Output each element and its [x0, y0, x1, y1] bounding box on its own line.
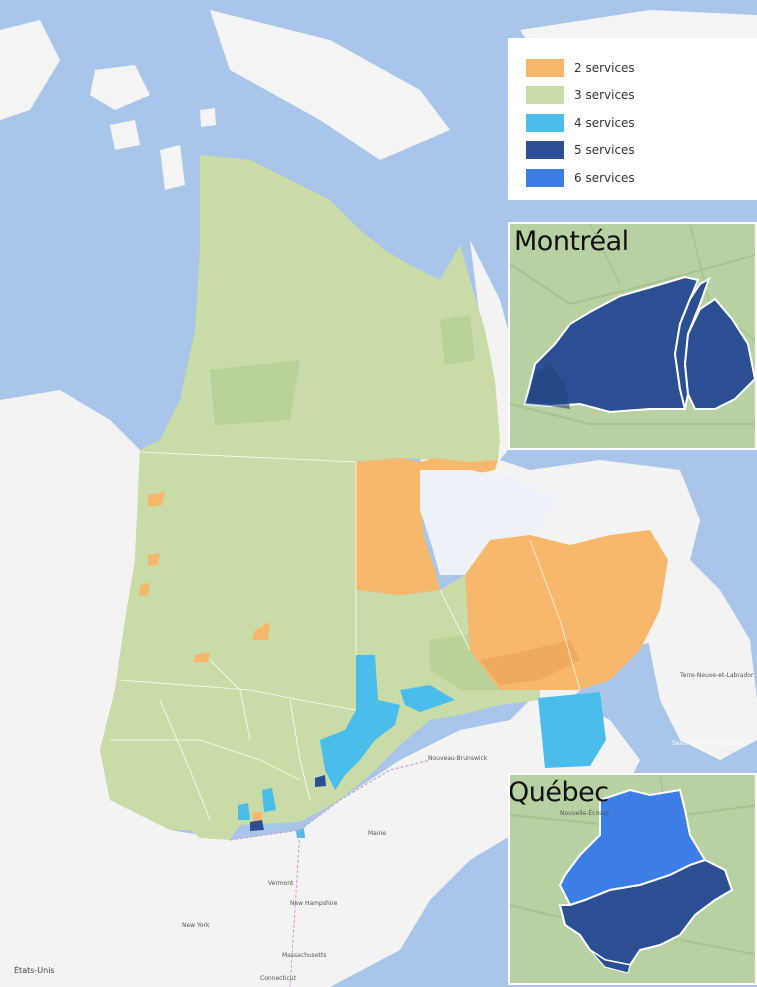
region-3-services-patch [210, 360, 300, 425]
lakes-area [420, 470, 560, 575]
label-new-hampshire: New Hampshire [290, 900, 338, 907]
legend-label: 3 services [574, 88, 635, 103]
montreal-inset-map [510, 224, 755, 448]
region-2-services-spot [148, 492, 165, 507]
legend: 2 services 3 services 4 services 5 servi… [508, 38, 757, 200]
newfoundland-land [640, 560, 757, 760]
us-state-border [289, 829, 301, 987]
legend-item: 3 services [526, 82, 757, 110]
region-2-services-spot [252, 622, 270, 640]
quebec-title: Québec [508, 777, 609, 808]
us-border [229, 759, 431, 841]
region-2-services-north [356, 458, 498, 595]
label-connecticut: Connecticut [260, 975, 296, 982]
legend-item: 4 services [526, 109, 757, 137]
island-small [200, 108, 216, 127]
label-new-york: New York [182, 922, 210, 929]
region-2-services-shade [480, 640, 580, 685]
quebec-inset[interactable]: Québec [508, 773, 757, 985]
region-boundaries [110, 451, 581, 821]
label-terre-neuve: Terre-Neuve-et-Labrador [680, 672, 754, 679]
legend-label: 4 services [574, 115, 635, 130]
island-small [90, 65, 150, 110]
region-2-services-spot [194, 652, 210, 662]
legend-label: 2 services [574, 60, 635, 75]
legend-item: 6 services [526, 164, 757, 192]
island-small [160, 145, 185, 190]
region-2-services-east [465, 530, 668, 690]
northern-island [210, 10, 450, 160]
region-2-services-spot [253, 812, 262, 822]
island-west [0, 20, 60, 120]
region-4-services-spot [238, 803, 250, 820]
montreal-centre-region [673, 276, 711, 410]
label-saint-pierre: Saint-Pierre-et-Miquelon [672, 740, 745, 747]
island-small [110, 120, 140, 150]
legend-item: 5 services [526, 137, 757, 165]
label-maine: Maine [368, 830, 387, 837]
label-nouvelle-ecosse: Nouvelle-Écosse [560, 810, 610, 817]
region-5-services-montreal [250, 820, 264, 831]
legend-item: 2 services [526, 54, 757, 82]
montreal-east-region [683, 297, 755, 410]
legend-label: 6 services [574, 170, 635, 185]
legend-swatch [526, 86, 564, 105]
region-4-services-spot [296, 828, 305, 838]
montreal-title: Montréal [514, 226, 629, 257]
label-vermont: Vermont [268, 880, 294, 887]
montreal-inset[interactable]: Montréal [508, 222, 757, 450]
ontario-land [0, 390, 230, 987]
region-4-services-gaspe [538, 692, 606, 768]
region-5-services-quebec-city [315, 775, 326, 787]
label-nouveau-brunswick: Nouveau-Brunswick [428, 755, 488, 762]
region-2-services-spot [148, 553, 160, 566]
legend-label: 5 services [574, 143, 635, 158]
region-4-services-north-shore [400, 685, 455, 712]
region-4-services-saguenay [320, 655, 400, 790]
legend-swatch [526, 113, 564, 132]
legend-swatch [526, 141, 564, 160]
quebec-inset-map [510, 775, 755, 983]
label-massachusetts: Massachusetts [282, 952, 327, 959]
region-2-services-spot [139, 583, 150, 596]
region-3-services-patch [440, 315, 475, 365]
region-4-services-spot [262, 788, 276, 812]
label-etats-unis: États-Unis [14, 966, 55, 975]
legend-swatch [526, 168, 564, 187]
legend-swatch [526, 58, 564, 77]
